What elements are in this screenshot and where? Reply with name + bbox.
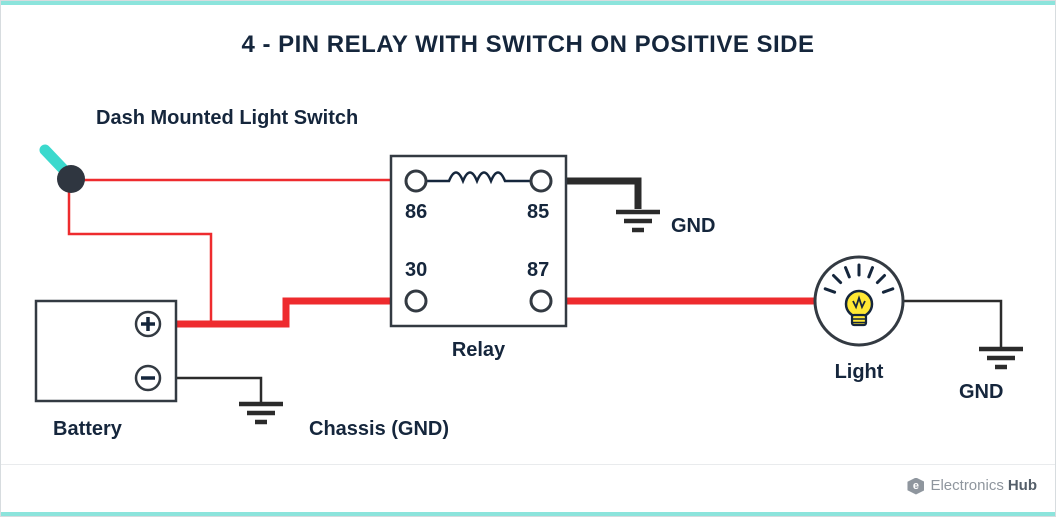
relay-gnd-label: GND — [671, 215, 716, 237]
ground-symbol-chassis — [239, 401, 283, 425]
wire-light-to-ground — [902, 299, 1003, 347]
pin-87-label: 87 — [527, 259, 550, 281]
bottom-accent-bar — [1, 512, 1055, 516]
electronicshub-logo-icon: e — [907, 477, 925, 495]
ground-symbol-relay — [616, 209, 660, 233]
logo-suffix: Hub — [1007, 477, 1037, 494]
ground-symbol-light — [979, 346, 1023, 370]
plus-terminal-icon — [134, 310, 162, 338]
battery-box — [34, 299, 178, 403]
logo-name: Electronics — [930, 477, 1004, 494]
light-bulb-icon — [813, 255, 905, 347]
wire-battery-to-switch — [67, 191, 213, 323]
switch-label: Dash Mounted Light Switch — [96, 107, 359, 129]
relay-coil-icon — [426, 171, 531, 185]
footer-divider — [1, 464, 1055, 465]
minus-terminal-icon — [134, 364, 162, 392]
chassis-gnd-label: Chassis (GND) — [309, 418, 450, 440]
top-accent-bar — [1, 1, 1055, 5]
wire-battery-to-pin30 — [153, 297, 405, 328]
wire-pin85-to-ground — [552, 177, 642, 209]
pin-85-label: 85 — [527, 201, 550, 223]
pin-87-terminal — [529, 289, 553, 313]
relay-label: Relay — [451, 339, 506, 361]
pin-30-label: 30 — [405, 259, 428, 281]
toggle-switch-icon — [39, 144, 85, 193]
page-title: 4 - PIN RELAY WITH SWITCH ON POSITIVE SI… — [241, 31, 815, 58]
pin-86-label: 86 — [405, 201, 428, 223]
wire-battery-to-chassis-ground — [161, 376, 263, 402]
light-gnd-label: GND — [959, 381, 1004, 403]
pin-85-terminal — [529, 169, 553, 193]
pin-86-terminal — [404, 169, 428, 193]
relay-box — [389, 154, 568, 328]
battery-label: Battery — [53, 418, 122, 440]
pin-30-terminal — [404, 289, 428, 313]
light-label: Light — [834, 361, 884, 383]
